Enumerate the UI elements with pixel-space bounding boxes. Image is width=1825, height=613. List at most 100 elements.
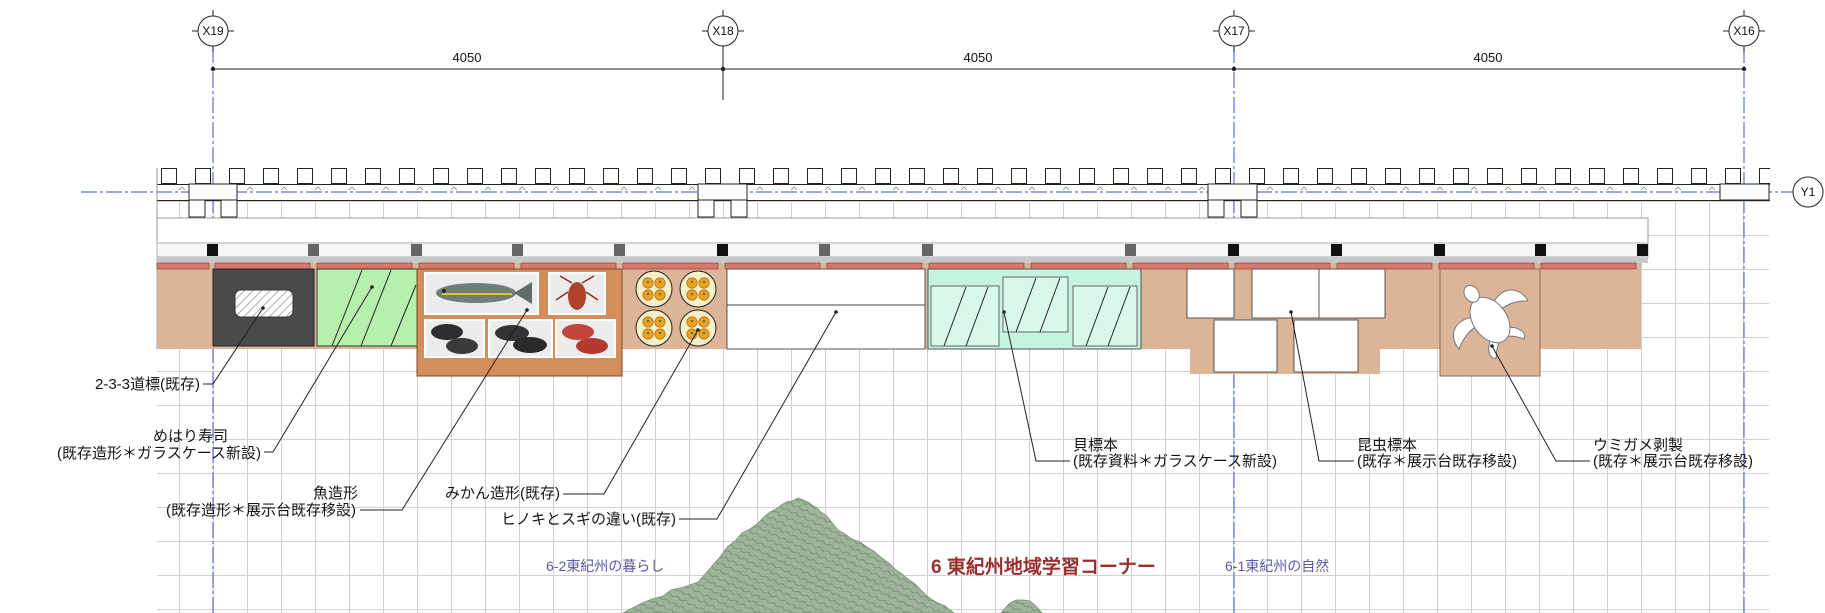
annotation-signpost: 2-3-3道標(既存)	[95, 306, 265, 393]
axis-bubble-x17: X17	[1213, 10, 1255, 52]
mikan-stem	[690, 292, 694, 296]
rail-strip	[826, 262, 923, 270]
terrain-map-icon	[622, 497, 1043, 613]
svg-text:X19: X19	[202, 24, 224, 38]
strip-marker	[1535, 244, 1546, 256]
rail-strip	[622, 262, 719, 270]
mikan-stem	[658, 331, 662, 335]
rail-strip	[156, 262, 210, 270]
svg-text:Y1: Y1	[1801, 185, 1816, 199]
svg-text:X18: X18	[712, 24, 734, 38]
strip-marker	[1125, 244, 1136, 256]
svg-text:貝標本: 貝標本	[1073, 437, 1118, 454]
strip-marker	[1434, 244, 1445, 256]
mikan-stem	[646, 280, 650, 284]
mikan-stem	[702, 331, 706, 335]
svg-text:(既存資料＊ガラスケース新設): (既存資料＊ガラスケース新設)	[1073, 453, 1277, 470]
axis-bubble-x16: X16	[1723, 10, 1765, 52]
strip-marker	[819, 244, 830, 256]
mikan-stem	[690, 331, 694, 335]
counter-base	[157, 257, 1648, 263]
rail-strip	[1336, 262, 1433, 270]
annotation-sea-turtle: ウミガメ剥製 (既存＊展示台既存移設)	[1490, 344, 1753, 470]
dimension-line	[210, 66, 1747, 72]
strip-marker	[411, 244, 422, 256]
window-row	[157, 168, 1770, 201]
svg-text:X17: X17	[1223, 24, 1245, 38]
mikan-stem	[658, 292, 662, 296]
svg-text:X16: X16	[1733, 24, 1755, 38]
mikan-plate	[679, 309, 717, 347]
mikan-plate	[635, 309, 673, 347]
rail-strip	[1132, 262, 1229, 270]
rail-strip	[214, 262, 311, 270]
mikan-stem	[702, 280, 706, 284]
mikan-stem	[702, 292, 706, 296]
strip-marker	[308, 244, 319, 256]
strip-marker	[717, 244, 728, 256]
annotation-fish: 魚造形 (既存造形＊展示台既存移設)	[166, 308, 529, 519]
axis-bubble-x18: X18	[702, 10, 744, 52]
cypress-cedar-panel-icon	[726, 268, 926, 350]
strip-marker	[207, 244, 218, 256]
rail-strip	[316, 262, 413, 270]
dimension-x18-x17: 4050	[964, 50, 993, 65]
axis-bubble-y1: Y1	[1792, 176, 1824, 208]
strip-marker	[1228, 244, 1239, 256]
rail-strip	[1030, 262, 1127, 270]
rail-strip	[1540, 262, 1637, 270]
mikan-stem	[690, 280, 694, 284]
svg-text:魚造形: 魚造形	[313, 485, 358, 502]
insect-box-icon	[1186, 268, 1386, 373]
zone-title-6: 6 東紀州地域学習コーナー	[931, 555, 1156, 578]
axis-bubble-x19: X19	[192, 10, 234, 52]
rail-strip	[1438, 262, 1535, 270]
rail-strip	[928, 262, 1025, 270]
mikan-plate	[679, 270, 717, 308]
mikan-plate	[635, 270, 673, 308]
column-markers	[188, 183, 1770, 218]
mikan-stem	[702, 319, 706, 323]
strip-marker	[614, 244, 625, 256]
rail-strip	[724, 262, 821, 270]
svg-text:昆虫標本: 昆虫標本	[1357, 437, 1417, 454]
annotation-insects: 昆虫標本 (既存＊展示台既存移設)	[1289, 310, 1517, 470]
svg-text:(既存＊展示台既存移設): (既存＊展示台既存移設)	[1357, 453, 1517, 470]
rail-strips	[156, 262, 1637, 270]
sea-turtle-icon	[1439, 268, 1541, 377]
sushi-case-icon	[316, 268, 418, 347]
mikan-stem	[646, 319, 650, 323]
svg-text:(既存造形＊展示台既存移設): (既存造形＊展示台既存移設)	[166, 502, 356, 519]
svg-text:みかん造形(既存): みかん造形(既存)	[445, 485, 560, 502]
display-counter	[156, 217, 1649, 244]
svg-text:2-3-3道標(既存): 2-3-3道標(既存)	[95, 376, 200, 393]
mikan-icon	[635, 270, 717, 347]
rail-strip	[1234, 262, 1331, 270]
shell-case-icon	[927, 268, 1142, 350]
annotation-mikan: みかん造形(既存)	[445, 328, 700, 502]
counter-strip-markers	[207, 244, 1648, 256]
svg-text:ヒノキとスギの違い(既存): ヒノキとスギの違い(既存)	[501, 511, 676, 528]
mikan-stem	[646, 331, 650, 335]
annotation-cypress-cedar: ヒノキとスギの違い(既存)	[501, 310, 838, 528]
rail-strip	[418, 262, 515, 270]
dimension-x19-x18: 4050	[453, 50, 482, 65]
annotation-shells: 貝標本 (既存資料＊ガラスケース新設)	[1002, 310, 1277, 470]
svg-text:ウミガメ剥製: ウミガメ剥製	[1593, 437, 1683, 454]
strip-marker	[1331, 244, 1342, 256]
counter-strip	[156, 242, 1649, 258]
signpost-icon	[212, 268, 315, 347]
svg-text:(既存＊展示台既存移設): (既存＊展示台既存移設)	[1593, 453, 1753, 470]
mikan-stem	[646, 292, 650, 296]
dimension-x17-x16: 4050	[1474, 50, 1503, 65]
mikan-stem	[690, 319, 694, 323]
strip-marker	[512, 244, 523, 256]
svg-text:めはり寿司: めはり寿司	[153, 428, 228, 445]
svg-text:(既存造形＊ガラスケース新設): (既存造形＊ガラスケース新設)	[57, 445, 261, 462]
zone-label-6-2: 6-2東紀州の暮らし	[546, 558, 664, 574]
mikan-stem	[658, 280, 662, 284]
strip-marker	[922, 244, 933, 256]
zone-label-6-1: 6-1東紀州の自然	[1225, 558, 1329, 574]
strip-marker	[1637, 244, 1648, 256]
